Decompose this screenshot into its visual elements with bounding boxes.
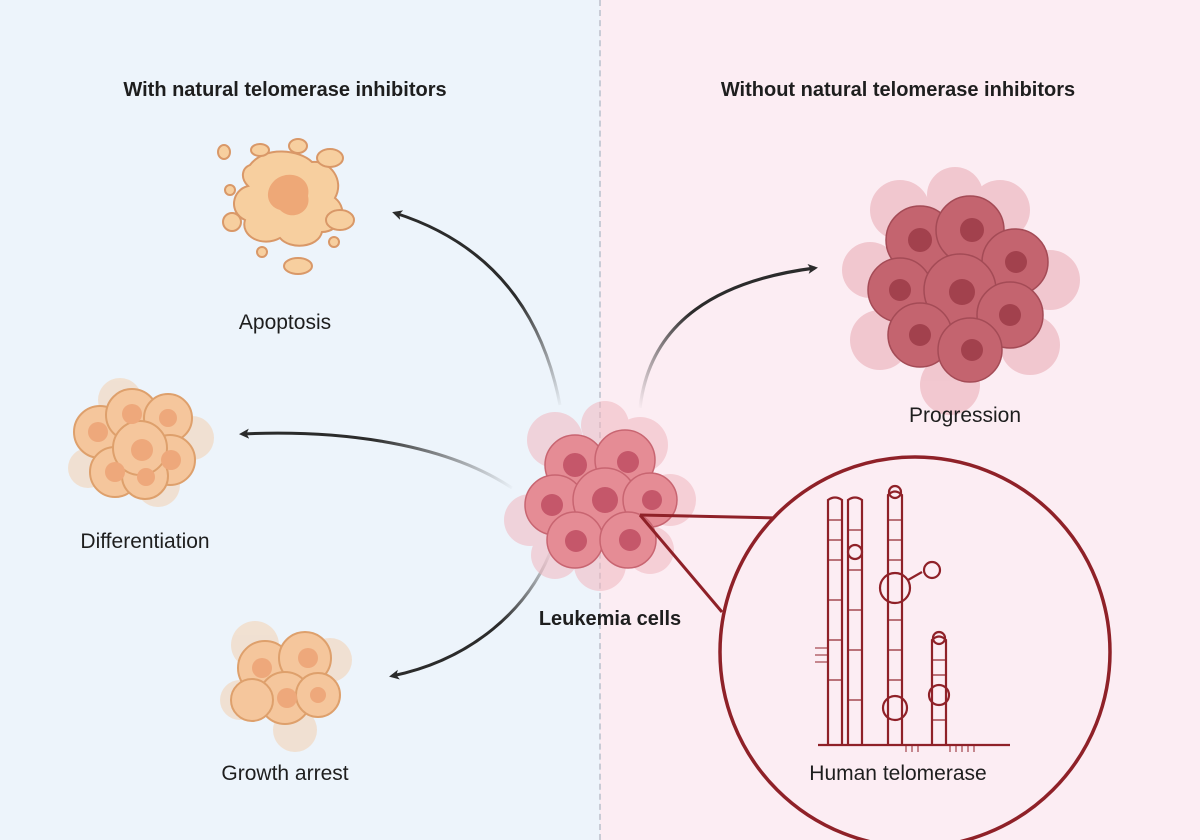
- zoom-connector-lines: [638, 513, 779, 613]
- left-panel-heading: With natural telomerase inhibitors: [123, 79, 447, 101]
- arrow-to-apoptosis: [392, 210, 562, 406]
- growth-arrest-cluster: [220, 621, 352, 752]
- human-telomerase-label: Human telomerase: [809, 762, 987, 785]
- arrow-to-growth-arrest: [389, 544, 555, 680]
- arrow-to-progression: [638, 263, 818, 409]
- right-panel-heading: Without natural telomerase inhibitors: [720, 79, 1076, 101]
- telomerase-zoom-circle: [718, 455, 1112, 840]
- growth-arrest-label: Growth arrest: [221, 762, 349, 785]
- differentiation-cluster: [68, 378, 214, 507]
- progression-cluster: [842, 167, 1080, 415]
- progression-label: Progression: [908, 404, 1022, 427]
- apoptosis-cell: [217, 138, 355, 275]
- leukemia-cells-label: Leukemia cells: [538, 608, 682, 630]
- apoptosis-label: Apoptosis: [238, 311, 332, 334]
- differentiation-label: Differentiation: [80, 530, 210, 553]
- telomerase-structure: [815, 484, 1010, 752]
- leukemia-cluster: [504, 401, 696, 591]
- arrow-to-differentiation: [239, 428, 513, 490]
